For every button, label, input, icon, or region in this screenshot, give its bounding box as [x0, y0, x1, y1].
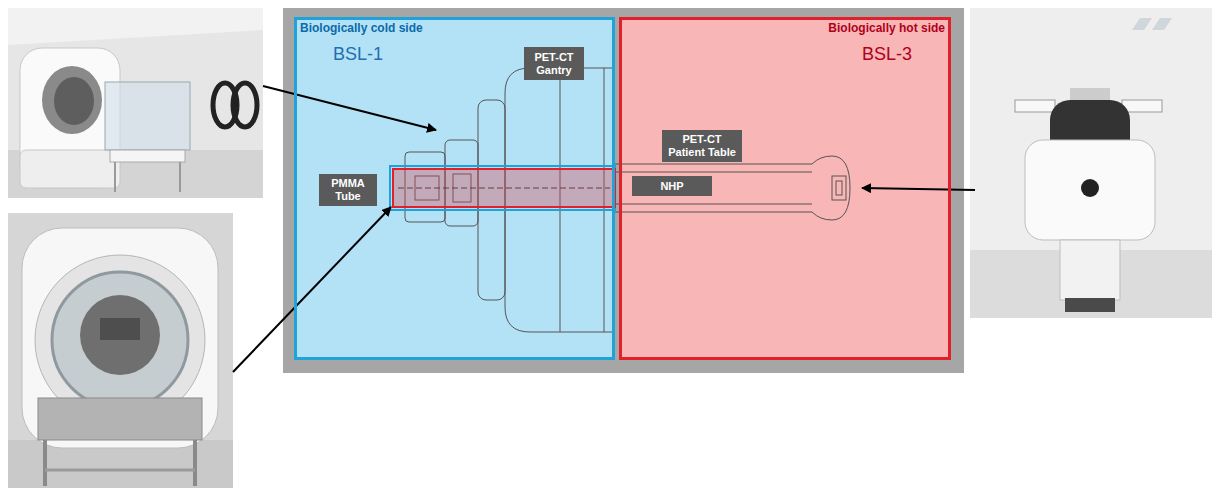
- table-photo: [970, 8, 1212, 318]
- table-outline: [612, 156, 850, 220]
- part-name: PET-CT Patient Table: [666, 133, 738, 159]
- leader-arrow: [233, 207, 391, 372]
- part-label: NHP: [632, 176, 712, 196]
- cold-fill: [294, 17, 615, 360]
- zone-level: BSL-1: [333, 44, 383, 64]
- zone-title: Biologically hot side: [828, 21, 945, 35]
- part-label: PET-CT Patient Table: [662, 130, 742, 162]
- zone-level: BSL-3: [862, 44, 912, 64]
- gantry-photo: [8, 8, 263, 198]
- zone-title: Biologically cold side: [300, 21, 423, 35]
- leader-arrow: [862, 188, 975, 190]
- part-label: PET-CT Gantry: [524, 47, 584, 80]
- part-label: PMMA Tube: [319, 174, 377, 206]
- part-name: NHP: [660, 180, 683, 193]
- part-name: PMMA Tube: [323, 177, 373, 203]
- tube-outline: [390, 166, 615, 210]
- biosafety-zone: Biologically cold sideBSL-1 PET-CT Gantry…: [294, 17, 615, 360]
- biosafety-zone: Biologically hot sideBSL-3PET-CT Patient…: [619, 17, 951, 360]
- part-name: PET-CT Gantry: [528, 51, 580, 77]
- leader-arrow: [263, 86, 436, 130]
- tube-photo: [8, 213, 233, 488]
- panel-ground: [283, 8, 964, 373]
